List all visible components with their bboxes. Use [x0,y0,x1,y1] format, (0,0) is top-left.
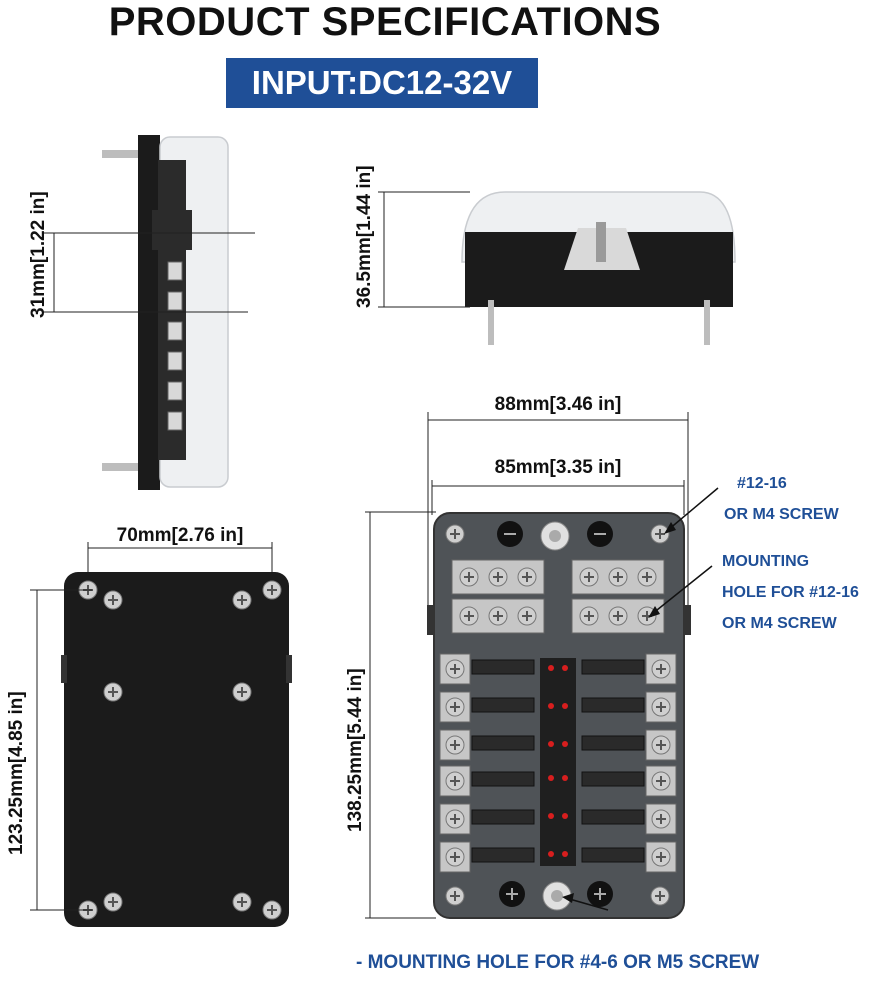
mounting-callout-line1: MOUNTING [722,553,809,570]
top-width-outer-label: 88mm[3.46 in] [495,394,622,415]
top-view [365,412,719,919]
mounting-callout-line3: OR M4 SCREW [722,615,838,632]
back-height-label: 123.25mm[4.85 in] [6,691,27,855]
input-voltage-badge: INPUT:DC12-32V [226,58,538,108]
top-height-label: 138.25mm[5.44 in] [345,668,366,832]
corner-screw-callout-line2: OR M4 SCREW [724,506,840,523]
side-height-label: 31mm[1.22 in] [28,191,49,318]
bottom-mounting-note: - MOUNTING HOLE FOR #4-6 OR M5 SCREW [356,952,760,973]
corner-screw-callout-line1: #12-16 [737,475,787,492]
side-view [42,135,255,490]
back-view [30,542,292,927]
front-height-label: 36.5mm[1.44 in] [354,165,375,308]
top-width-inner-label: 85mm[3.35 in] [495,457,622,478]
page-title: PRODUCT SPECIFICATIONS [108,0,662,44]
mounting-callout-line2: HOLE FOR #12-16 [722,584,859,601]
front-view [378,191,736,345]
back-width-label: 70mm[2.76 in] [117,525,244,546]
